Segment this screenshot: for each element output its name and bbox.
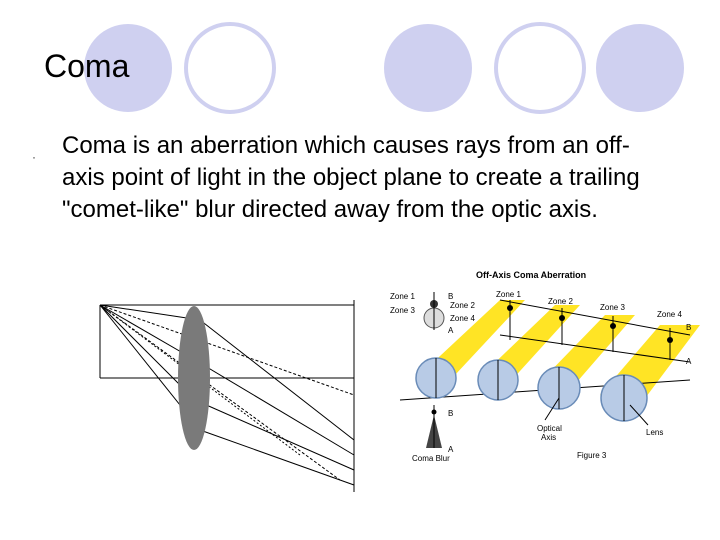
deco-circle [84, 24, 172, 112]
zone3-left-label: Zone 3 [390, 306, 415, 315]
bullet-text: Coma is an aberration which causes rays … [62, 132, 640, 223]
lens-label: Lens [646, 428, 663, 437]
deco-circle [494, 22, 586, 114]
deco-circle [384, 24, 472, 112]
figure-number-label: Figure 3 [577, 451, 607, 460]
b-top-label: B [448, 292, 453, 301]
zone1-label: Zone 1 [496, 290, 521, 299]
figure-title: Off-Axis Coma Aberration [476, 270, 586, 280]
b-right-label: B [686, 323, 691, 332]
coma-blur-label: Coma Blur [412, 454, 450, 463]
axis-label: Axis [541, 433, 556, 442]
zone1-left-label: Zone 1 [390, 292, 415, 301]
zone4-small-label: Zone 4 [450, 314, 475, 323]
zone3-label: Zone 3 [600, 303, 625, 312]
a-right-label: A [686, 357, 692, 366]
deco-circle [184, 22, 276, 114]
optical-label: Optical [537, 424, 562, 433]
bullet-marker: · [32, 150, 36, 164]
slide-title: Coma [44, 48, 130, 84]
a-top-label: A [448, 326, 454, 335]
zone4-label: Zone 4 [657, 310, 682, 319]
deco-circle [596, 24, 684, 112]
zone2-small-label: Zone 2 [450, 301, 475, 310]
a-bottom-label: A [448, 445, 454, 454]
light-beam [425, 300, 525, 375]
zone2-label: Zone 2 [548, 297, 573, 306]
b-bottom-label: B [448, 409, 453, 418]
lens-shape [178, 306, 210, 450]
